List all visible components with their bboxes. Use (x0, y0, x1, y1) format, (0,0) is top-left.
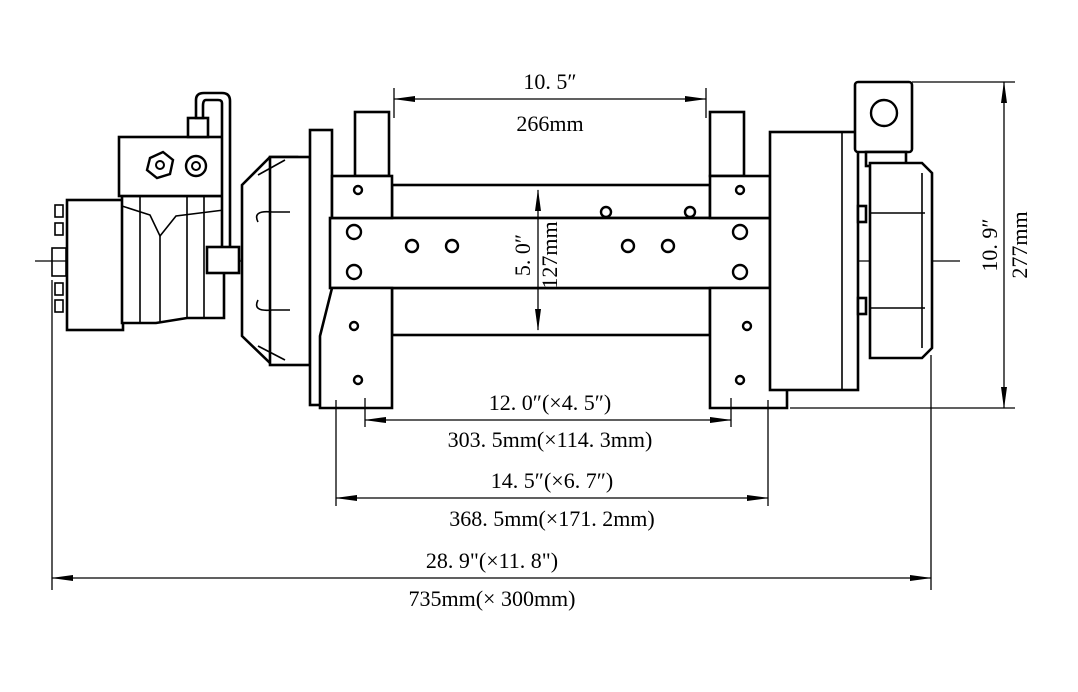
drum-length-imperial: 10. 5″ (523, 69, 576, 94)
footprint-imperial: 14. 5″(×6. 7″) (491, 468, 613, 493)
drum-diameter-imperial: 5. 0″ (510, 234, 535, 276)
dim-overall-length: 28. 9"(×11. 8") 735mm(× 300mm) (51, 280, 932, 611)
bolt-spacing-imperial: 12. 0″(×4. 5″) (489, 390, 611, 415)
right-end-bracket (708, 110, 789, 410)
brake-housing (240, 128, 334, 407)
bolt-spacing-metric: 303. 5mm(×114. 3mm) (448, 427, 653, 452)
length-imperial: 28. 9"(×11. 8") (426, 548, 558, 573)
dim-drum-length: 10. 5″ 266mm (393, 69, 707, 136)
drum (328, 183, 772, 337)
dim-mount-bolt-spacing: 12. 0″(×4. 5″) 303. 5mm(×114. 3mm) (364, 390, 732, 452)
left-end-bracket (318, 110, 394, 410)
length-metric: 735mm(× 300mm) (408, 586, 575, 611)
gear-housing (768, 80, 934, 392)
height-imperial: 10. 9″ (977, 218, 1002, 271)
drum-diameter-metric: 127mm (537, 221, 562, 288)
dim-drum-diameter: 5. 0″ 127mm (510, 189, 562, 331)
dim-overall-height: 10. 9″ 277mm (790, 81, 1032, 409)
drum-length-metric: 266mm (516, 111, 583, 136)
footprint-metric: 368. 5mm(×171. 2mm) (449, 506, 655, 531)
dim-mount-footprint: 14. 5″(×6. 7″) 368. 5mm(×171. 2mm) (335, 400, 769, 531)
valve-block (117, 91, 260, 275)
height-metric: 277mm (1007, 211, 1032, 278)
hydraulic-motor (51, 194, 226, 332)
